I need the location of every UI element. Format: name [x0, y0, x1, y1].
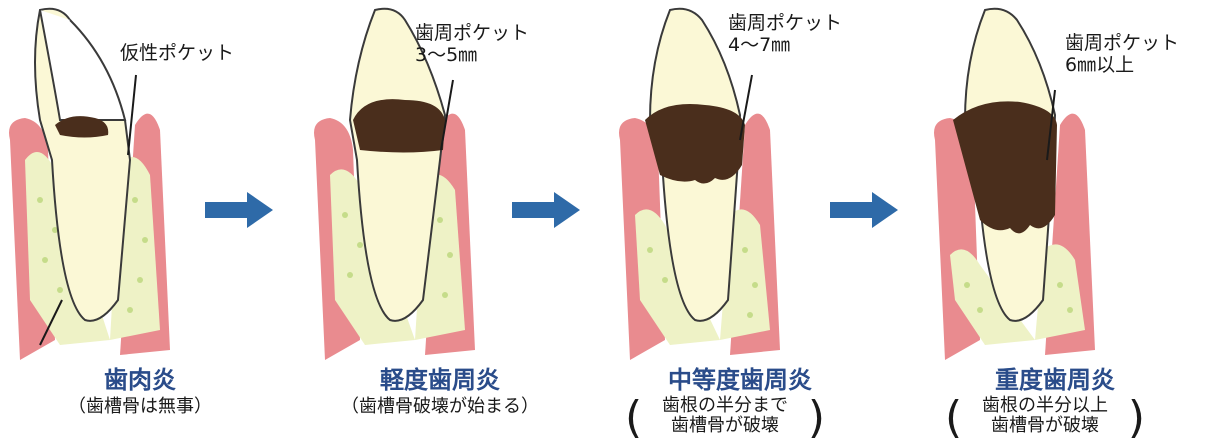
right-arrow-icon — [205, 192, 273, 228]
stage-note: （歯槽骨は無事） — [68, 396, 212, 417]
close-paren-icon: ) — [1127, 392, 1145, 443]
stage-title: 重度歯周炎 — [995, 366, 1115, 394]
pocket-label-line: 3〜5㎜ — [415, 44, 478, 66]
pocket-label: 歯周ポケット 4〜7㎜ — [728, 12, 842, 56]
pocket-label-line: 4〜7㎜ — [728, 34, 791, 56]
stage-note-line: 歯槽骨が破壊 — [671, 415, 779, 436]
stage-panel-2: 歯周ポケット 3〜5㎜ 軽度歯周炎 （歯槽骨破壊が始まる） — [305, 0, 595, 443]
right-arrow-icon — [512, 192, 580, 228]
tooth-illustration-mild-periodontitis — [314, 7, 475, 360]
stage-title: 歯肉炎 — [104, 366, 176, 394]
pocket-label-line: 仮性ポケット — [120, 42, 235, 64]
pocket-label: 歯周ポケット 6㎜以上 — [1065, 32, 1179, 76]
stage-note-line: 歯根の半分まで — [662, 395, 788, 416]
stage-note-line: 歯槽骨が破壊 — [991, 415, 1099, 436]
stage-note: ( 歯根の半分以上 歯槽骨が破壊 ) — [945, 396, 1145, 440]
tooth-illustration-severe-periodontitis — [934, 7, 1095, 360]
tooth-illustration-gingivitis — [9, 7, 170, 360]
pocket-label-line: 歯周ポケット — [415, 22, 530, 44]
stage-note-line: 歯根の半分以上 — [982, 395, 1108, 416]
pocket-label-line: 歯周ポケット — [728, 12, 843, 34]
stage-title: 軽度歯周炎 — [380, 366, 500, 394]
right-arrow-icon — [830, 192, 898, 228]
stage-title: 中等度歯周炎 — [668, 366, 812, 394]
stage-note: （歯槽骨破壊が始まる） — [341, 396, 539, 417]
tooth-illustration-moderate-periodontitis — [619, 7, 780, 360]
close-paren-icon: ) — [807, 392, 825, 443]
stage-panel-1: 仮性ポケット 歯肉炎 （歯槽骨は無事） — [0, 0, 290, 443]
open-paren-icon: ( — [625, 392, 643, 443]
open-paren-icon: ( — [945, 392, 963, 443]
stage-panel-4: 歯周ポケット 6㎜以上 重度歯周炎 ( 歯根の半分以上 歯槽骨が破壊 ) — [925, 0, 1212, 443]
stage-panel-3: 歯周ポケット 4〜7㎜ 中等度歯周炎 ( 歯根の半分まで 歯槽骨が破壊 ) — [610, 0, 900, 443]
pocket-label: 仮性ポケット — [120, 42, 234, 64]
pocket-label-line: 6㎜以上 — [1065, 54, 1135, 76]
pocket-label-line: 歯周ポケット — [1065, 32, 1180, 54]
pocket-label: 歯周ポケット 3〜5㎜ — [415, 22, 529, 66]
stage-note: ( 歯根の半分まで 歯槽骨が破壊 ) — [625, 396, 825, 440]
